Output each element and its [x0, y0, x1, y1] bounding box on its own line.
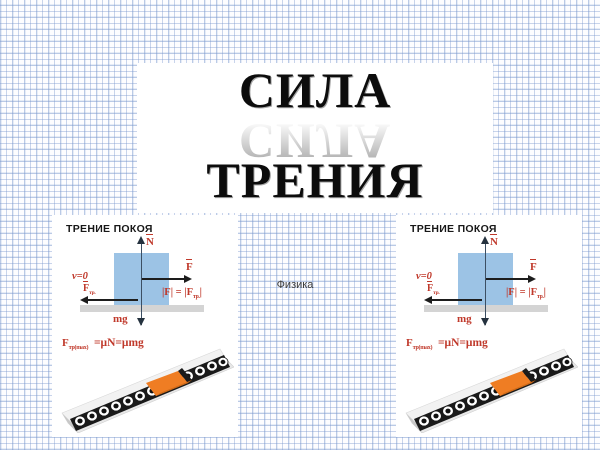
subtitle-text: Физика [276, 279, 314, 291]
label-friction-force: Fтр. [427, 283, 440, 296]
inclined-ramp-with-rollers-icon [405, 348, 578, 433]
label-max-friction-symbol: Fтр(max) [406, 337, 433, 352]
label-force-equality: |F| = |Fтр.| [506, 287, 546, 301]
label-max-friction-formula: =μN=μmg [94, 337, 144, 349]
weight-arrow-icon [137, 318, 145, 326]
title-panel: СИЛА ТРЕНИЯ СИЛА ТРЕНИЯ [137, 63, 493, 213]
label-applied-force: F [186, 261, 193, 273]
title-line-2: ТРЕНИЯ [206, 151, 424, 208]
vertical-axis-line [485, 239, 487, 325]
label-normal-force: N [490, 236, 498, 248]
friction-arrow-icon [424, 295, 432, 304]
label-normal-force: N [146, 236, 154, 248]
diagram-card-left: ТРЕНИЕ ПОКОЯ N F v=0 Fтр. mg |F| = |Fтр.… [52, 215, 238, 437]
page-title: СИЛА ТРЕНИЯ [137, 63, 493, 208]
label-velocity: v=0 [416, 271, 432, 282]
inclined-ramp-with-rollers-icon [61, 348, 234, 433]
title-reflection-line-2: ТРЕНИЯ [137, 206, 493, 214]
applied-force-arrow-shaft [486, 278, 530, 280]
label-weight: mg [113, 313, 128, 325]
weight-arrow-icon [481, 318, 489, 326]
label-max-friction-symbol: Fтр(max) [62, 337, 89, 352]
friction-arrow-icon [80, 295, 88, 304]
friction-arrow-shaft [88, 299, 138, 301]
label-force-equality: |F| = |Fтр.| [162, 287, 202, 301]
label-friction-force: Fтр. [83, 283, 96, 296]
diagram-heading: ТРЕНИЕ ПОКОЯ [410, 223, 497, 235]
normal-force-arrow-icon [137, 236, 145, 244]
applied-force-arrow-icon [528, 274, 536, 283]
label-applied-force: F [530, 261, 537, 273]
static-friction-diagram: ТРЕНИЕ ПОКОЯ N F v=0 Fтр. mg |F| = |Fтр.… [52, 215, 238, 437]
applied-force-arrow-icon [184, 274, 192, 283]
label-velocity: v=0 [72, 271, 88, 282]
static-friction-diagram: ТРЕНИЕ ПОКОЯ N F v=0 Fтр. mg |F| = |Fтр.… [396, 215, 582, 437]
label-max-friction-formula: =μN=μmg [438, 337, 488, 349]
vertical-axis-line [141, 239, 143, 325]
label-weight: mg [457, 313, 472, 325]
diagram-card-right: ТРЕНИЕ ПОКОЯ N F v=0 Fтр. mg |F| = |Fтр.… [396, 215, 582, 437]
diagram-heading: ТРЕНИЕ ПОКОЯ [66, 223, 153, 235]
normal-force-arrow-icon [481, 236, 489, 244]
applied-force-arrow-shaft [142, 278, 186, 280]
title-line-1: СИЛА [238, 63, 392, 118]
friction-arrow-shaft [432, 299, 482, 301]
